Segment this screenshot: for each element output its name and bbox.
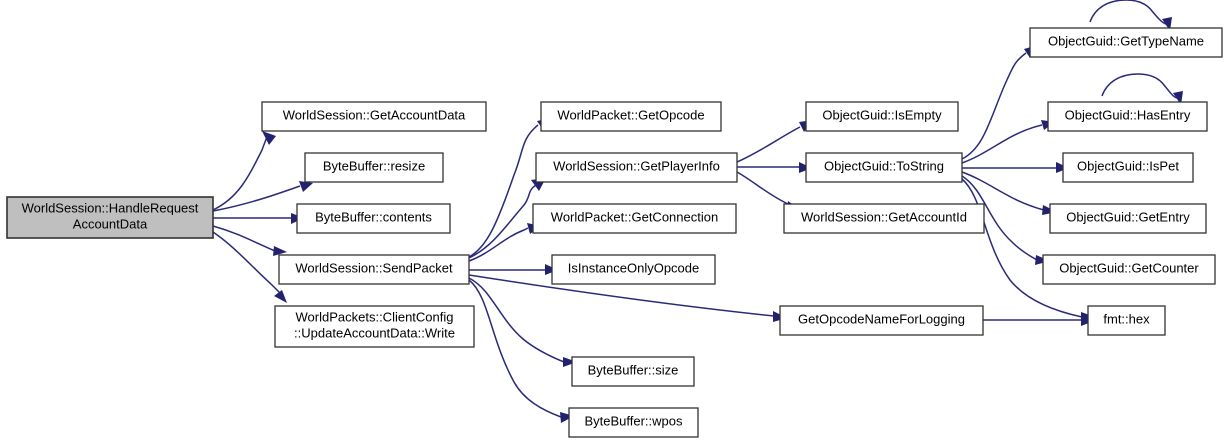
edge-line: [961, 124, 1043, 164]
node-box[interactable]: [278, 254, 470, 285]
node-fmt-hex[interactable]: fmt::hex: [1087, 305, 1166, 336]
node-box[interactable]: [805, 152, 963, 183]
edge-line: [212, 225, 276, 252]
node-box[interactable]: [304, 152, 444, 183]
edge-send-packet-to-bytebuffer-wpos: [468, 279, 574, 423]
edge-get-player-info-to-objectguid-tostring: [737, 162, 812, 173]
node-box[interactable]: [1047, 101, 1208, 132]
edge-handle-request-account-data-to-send-packet: [212, 225, 287, 256]
arrowhead-icon: [273, 246, 287, 256]
node-objectguid-getcounter[interactable]: ObjectGuid::GetCounter: [1042, 254, 1216, 285]
edge-line: [961, 171, 1045, 211]
node-box[interactable]: [1062, 152, 1194, 183]
node-is-instance-only-opcode[interactable]: IsInstanceOnlyOpcode: [551, 254, 716, 285]
node-objectguid-tostring[interactable]: ObjectGuid::ToString: [805, 152, 963, 183]
edge-objectguid-tostring-to-objectguid-hasentry: [961, 120, 1055, 164]
node-objectguid-ispet[interactable]: ObjectGuid::IsPet: [1062, 152, 1194, 183]
node-get-account-data[interactable]: WorldSession::GetAccountData: [261, 101, 487, 132]
node-box[interactable]: [551, 254, 716, 285]
arrowhead-icon: [274, 290, 287, 303]
node-bytebuffer-wpos[interactable]: ByteBuffer::wpos: [568, 407, 699, 438]
arrowhead-icon: [560, 412, 574, 423]
node-box[interactable]: [532, 203, 737, 234]
edge-line: [212, 133, 269, 211]
edge-objectguid-tostring-to-objectguid-ispet: [962, 162, 1069, 173]
node-box[interactable]: [568, 407, 699, 438]
edge-send-packet-to-is-instance-only-opcode: [469, 264, 558, 275]
edge-line: [212, 185, 301, 212]
edge-line: [468, 124, 539, 258]
edge-objectguid-tostring-to-fmt-hex: [961, 178, 1095, 322]
edge-handle-request-account-data-to-get-account-data: [212, 131, 276, 211]
node-box[interactable]: [535, 152, 738, 183]
edge-objectguid-hasentry-to-objectguid-hasentry: [1101, 73, 1183, 105]
node-get-connection[interactable]: WorldPacket::GetConnection: [532, 203, 737, 234]
node-bytebuffer-contents[interactable]: ByteBuffer::contents: [296, 203, 451, 234]
node-get-opcode[interactable]: WorldPacket::GetOpcode: [540, 101, 722, 132]
node-box[interactable]: [261, 101, 487, 132]
edge-get-player-info-to-objectguid-isempty: [736, 120, 813, 163]
edge-line: [1089, 0, 1167, 25]
edge-line: [736, 171, 791, 207]
node-get-opcode-name-for-logging[interactable]: GetOpcodeNameForLogging: [779, 305, 984, 336]
node-bytebuffer-resize[interactable]: ByteBuffer::resize: [304, 152, 444, 183]
edge-objectguid-tostring-to-objectguid-gettypename: [961, 45, 1038, 160]
node-update-account-data-write[interactable]: WorldPackets::ClientConfig::UpdateAccoun…: [274, 305, 475, 348]
arrowhead-icon: [262, 131, 276, 145]
edge-line: [961, 178, 1083, 318]
edge-objectguid-gettypename-to-objectguid-gettypename: [1089, 0, 1172, 31]
edge-line: [468, 227, 529, 262]
node-get-player-info[interactable]: WorldSession::GetPlayerInfo: [535, 152, 738, 183]
edge-line: [468, 184, 537, 259]
node-box[interactable]: [1029, 27, 1223, 58]
edge-handle-request-account-data-to-update-account-data-write: [212, 231, 287, 303]
edge-line: [212, 231, 281, 294]
node-box[interactable]: [540, 101, 722, 132]
node-box[interactable]: [779, 305, 984, 336]
node-send-packet[interactable]: WorldSession::SendPacket: [278, 254, 470, 285]
node-box[interactable]: [1049, 203, 1207, 234]
edge-handle-request-account-data-to-bytebuffer-contents: [213, 213, 304, 224]
node-bytebuffer-size[interactable]: ByteBuffer::size: [571, 356, 695, 387]
node-objectguid-getentry[interactable]: ObjectGuid::GetEntry: [1049, 203, 1207, 234]
node-objectguid-isempty[interactable]: ObjectGuid::IsEmpty: [805, 101, 959, 132]
edge-line: [468, 279, 562, 418]
node-box[interactable]: [6, 196, 214, 239]
arrowhead-icon: [563, 357, 577, 367]
edge-line: [468, 277, 565, 363]
edge-handle-request-account-data-to-bytebuffer-resize: [212, 181, 313, 212]
node-box[interactable]: [1087, 305, 1166, 336]
edge-line: [736, 126, 801, 163]
edge-line: [961, 52, 1027, 160]
node-objectguid-hasentry[interactable]: ObjectGuid::HasEntry: [1047, 101, 1208, 132]
node-box[interactable]: [571, 356, 695, 387]
edge-send-packet-to-bytebuffer-size: [468, 277, 577, 367]
node-box[interactable]: [783, 203, 985, 234]
arrowhead-icon: [299, 181, 313, 192]
node-objectguid-gettypename[interactable]: ObjectGuid::GetTypeName: [1029, 27, 1223, 58]
node-get-account-id[interactable]: WorldSession::GetAccountId: [783, 203, 985, 234]
node-box[interactable]: [805, 101, 959, 132]
edge-line: [468, 274, 775, 317]
node-box[interactable]: [1042, 254, 1216, 285]
edge-line: [1101, 73, 1178, 99]
node-box[interactable]: [274, 305, 475, 348]
node-box[interactable]: [296, 203, 451, 234]
edge-line: [961, 175, 1038, 261]
